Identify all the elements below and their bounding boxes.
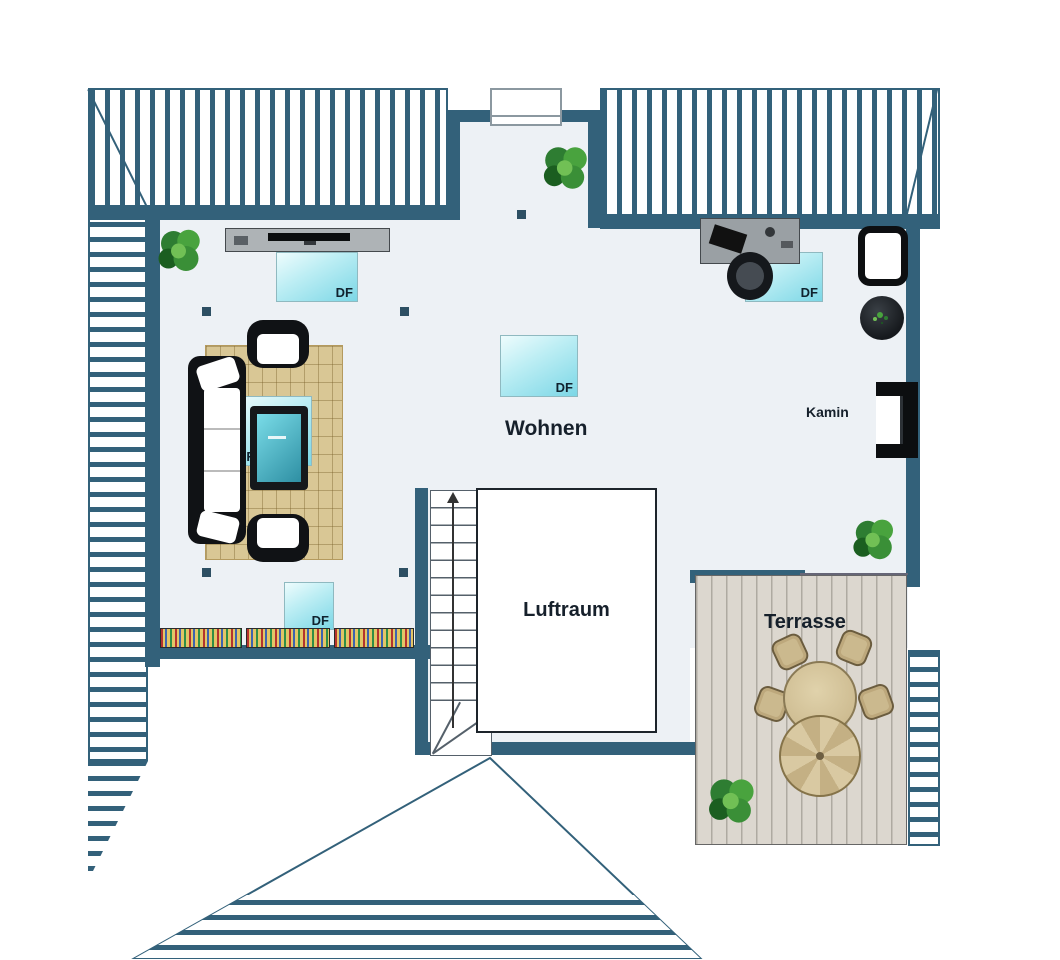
skylight-df-center: DF	[500, 335, 578, 397]
armchair-top	[247, 320, 309, 368]
roof-hatch-top-right	[600, 88, 940, 216]
wall-stair-left	[415, 488, 428, 755]
desk-item	[765, 227, 775, 237]
wall-alcove-left	[446, 112, 460, 220]
sofa	[188, 355, 246, 545]
skylight-label: DF	[335, 285, 353, 300]
wall-alcove-top-a	[446, 110, 494, 122]
laptop	[708, 224, 748, 254]
round-side-table	[860, 296, 904, 340]
small-plant-icon	[877, 312, 883, 318]
armchair-bottom	[247, 514, 309, 562]
stair-walk-line	[452, 502, 454, 728]
post	[202, 568, 211, 577]
dormer-window	[490, 88, 562, 126]
sofa-cushion-top	[194, 355, 242, 393]
roof-hatch-left	[88, 205, 148, 761]
wall-left	[145, 205, 160, 667]
room-label-terrasse: Terrasse	[764, 611, 846, 633]
shelf-unit	[334, 628, 414, 648]
terrace-chair	[855, 681, 897, 723]
plant-icon	[851, 514, 899, 566]
armchair-seat	[257, 518, 299, 548]
wall-chair	[858, 226, 908, 286]
skylight-label: DF	[800, 285, 818, 300]
parasol-pole	[816, 752, 824, 760]
skylight-label: DF	[555, 380, 573, 395]
sofa-cushion-bottom	[195, 509, 241, 545]
plant-icon	[705, 773, 759, 829]
fireplace-line	[900, 396, 903, 444]
office-chair-seat	[736, 262, 764, 290]
wall-top-left	[88, 205, 460, 220]
skylight-df-bottom: DF	[284, 582, 334, 630]
wall-alcove-right	[588, 110, 602, 228]
post	[202, 307, 211, 316]
skylight-df-1: DF	[276, 252, 358, 302]
luftraum-void: Luftraum	[476, 488, 657, 733]
post	[400, 307, 409, 316]
roof-hatch-right	[908, 650, 940, 846]
office-chair	[727, 252, 773, 300]
parasol	[779, 715, 861, 797]
sofa-cushions	[204, 388, 240, 512]
post	[399, 568, 408, 577]
tv-stand	[304, 241, 316, 245]
dormer-sill-line	[492, 115, 560, 117]
room-label-luftraum: Luftraum	[523, 599, 610, 621]
winder-line	[432, 701, 461, 754]
shelf-unit	[160, 628, 242, 648]
terrace-deck: Terrasse	[695, 575, 907, 845]
coffee-table-decor	[268, 436, 286, 439]
room-label-wohnen: Wohnen	[505, 417, 588, 440]
stair-direction-arrow-icon	[447, 492, 459, 503]
shelf-unit	[246, 628, 330, 648]
staircase	[430, 490, 478, 740]
label-kamin: Kamin	[806, 404, 849, 420]
fireplace-opening	[876, 396, 900, 444]
skylight-label: DF	[311, 613, 329, 628]
fireplace	[876, 382, 918, 458]
tv-screen	[268, 233, 350, 241]
roof-hatch-bottom	[131, 756, 703, 959]
post	[517, 210, 526, 219]
roof-hatch-top-left	[88, 88, 448, 207]
plant-icon	[540, 142, 592, 194]
armchair-seat	[257, 334, 299, 364]
decor-item	[234, 236, 248, 245]
plant-icon	[156, 224, 206, 278]
coffee-table	[250, 406, 308, 490]
wall-bottom-left	[145, 645, 442, 659]
tv-sideboard	[225, 228, 390, 252]
coffee-table-glass	[257, 414, 301, 482]
desk-item	[781, 241, 793, 248]
terrace-railing-line	[800, 573, 908, 575]
